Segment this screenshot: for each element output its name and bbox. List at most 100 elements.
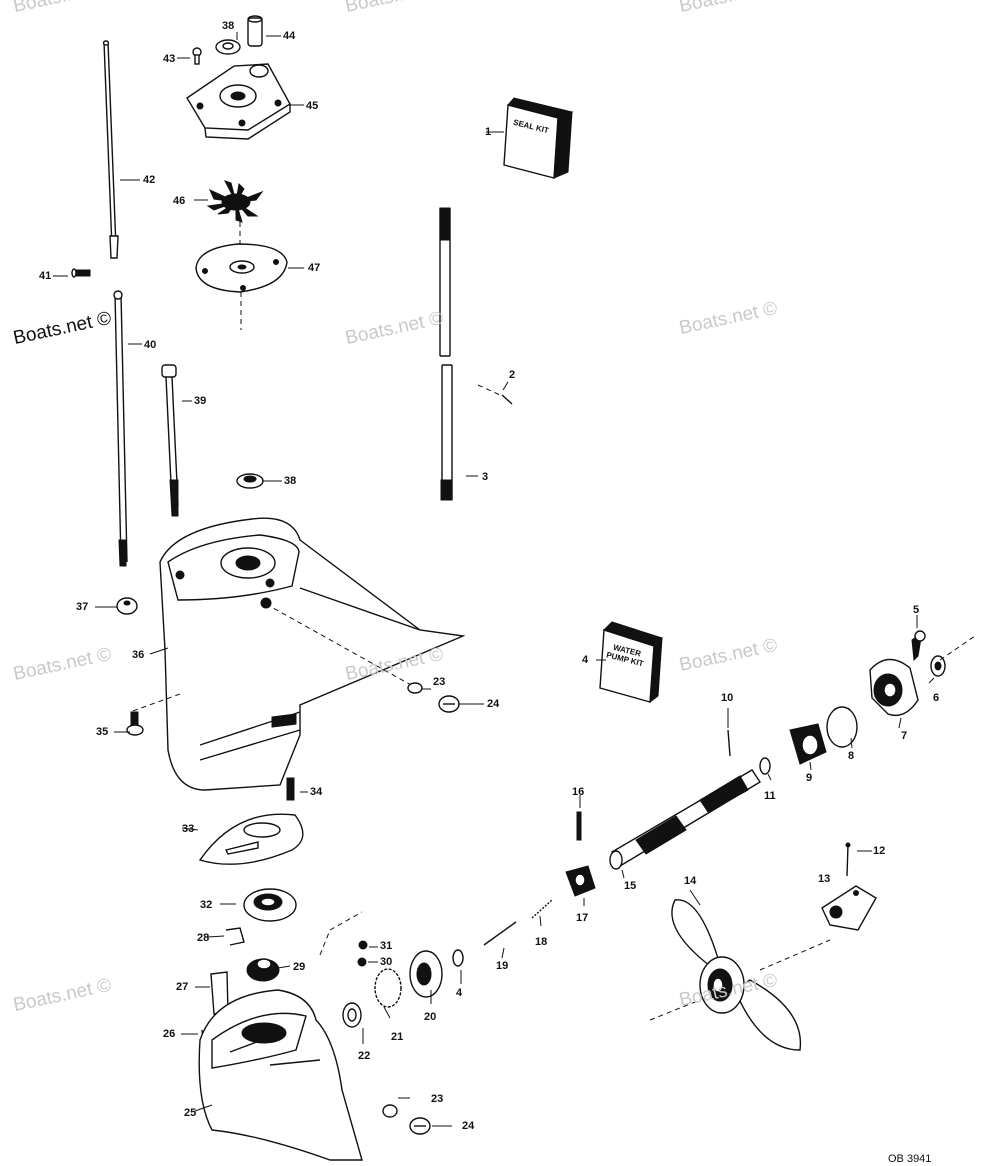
callout-46: 46 <box>173 195 186 207</box>
part-12-cotter-pin <box>845 842 851 877</box>
part-3-drive-shaft <box>439 207 453 501</box>
callout-35: 35 <box>96 726 109 738</box>
callout-18: 18 <box>535 936 548 948</box>
leader-lines <box>53 32 935 1127</box>
part-45-pump-housing <box>186 63 291 140</box>
callout-44: 44 <box>283 30 296 42</box>
callout-20: 20 <box>424 1011 437 1023</box>
callout-32: 32 <box>200 899 213 911</box>
callout-6: 6 <box>933 692 940 704</box>
part-14-propeller <box>671 899 802 1051</box>
part-30-washer <box>357 957 367 967</box>
part-20-gear <box>409 950 443 998</box>
callout-41: 41 <box>39 270 52 282</box>
part-4-o-ring-small <box>452 949 464 967</box>
part-47-plate <box>195 243 288 293</box>
part-15-propeller-shaft <box>609 769 761 870</box>
callout-24-lower: 24 <box>462 1120 475 1132</box>
part-10-pin <box>727 729 731 757</box>
callout-14: 14 <box>684 875 697 887</box>
part-28-clip <box>225 927 245 946</box>
callout-9: 9 <box>806 772 813 784</box>
callout-4-lower: 4 <box>456 987 463 999</box>
part-9-water-pump-base <box>789 723 827 765</box>
callout-2: 2 <box>509 369 516 381</box>
callout-38-top: 38 <box>222 20 235 32</box>
part-46-impeller <box>206 180 264 223</box>
callout-17: 17 <box>576 912 589 924</box>
part-31-washer <box>358 940 368 950</box>
callout-26: 26 <box>163 1028 176 1040</box>
part-13-prop-nut <box>821 885 877 931</box>
part-11-washer <box>759 757 771 775</box>
part-1-seal-kit-box <box>503 97 574 179</box>
part-24-screw-upper <box>438 695 460 713</box>
callout-42: 42 <box>143 174 156 186</box>
part-38-seal <box>236 473 264 489</box>
part-22-washer <box>342 1002 362 1028</box>
callout-23-upper: 23 <box>433 676 446 688</box>
part-37-grommet <box>116 597 138 615</box>
part-4-water-pump-kit-box <box>599 621 663 704</box>
callout-12: 12 <box>873 845 886 857</box>
callout-1: 1 <box>485 126 492 138</box>
callout-25: 25 <box>184 1107 197 1119</box>
drawing-reference: OB 3941 <box>888 1153 932 1165</box>
callout-39: 39 <box>194 395 207 407</box>
callout-40: 40 <box>144 339 157 351</box>
part-42-rod <box>102 40 119 259</box>
part-29-pinion <box>246 958 280 982</box>
callout-24-upper: 24 <box>487 698 500 710</box>
callout-33: 33 <box>182 823 195 835</box>
callout-38: 38 <box>284 475 297 487</box>
part-17-clutch <box>565 865 596 897</box>
part-5-screw <box>911 630 926 662</box>
callout-27: 27 <box>176 981 189 993</box>
callout-5: 5 <box>913 604 920 616</box>
callout-28: 28 <box>197 932 210 944</box>
part-39-bolt <box>161 364 179 517</box>
callout-19: 19 <box>496 960 509 972</box>
callout-47: 47 <box>308 262 321 274</box>
callout-29: 29 <box>293 961 306 973</box>
part-21-bearing <box>374 968 402 1008</box>
callout-37: 37 <box>76 601 89 613</box>
part-6-nut <box>930 655 946 677</box>
callout-8: 8 <box>848 750 855 762</box>
part-23-washer-upper <box>407 682 423 694</box>
callout-10: 10 <box>721 692 734 704</box>
part-35-screw <box>126 711 144 736</box>
callout-34: 34 <box>310 786 323 798</box>
callout-3: 3 <box>482 471 489 483</box>
callout-22: 22 <box>358 1050 371 1062</box>
callout-31: 31 <box>380 940 393 952</box>
callout-11: 11 <box>764 790 776 802</box>
callout-43: 43 <box>163 53 176 65</box>
part-40-rod <box>113 290 128 567</box>
part-19-plunger <box>483 921 517 946</box>
part-43-screw <box>192 47 202 65</box>
callout-45: 45 <box>306 100 319 112</box>
part-44-tube <box>247 15 263 47</box>
part-2-pin <box>501 394 513 405</box>
part-34-stud <box>286 777 295 801</box>
callout-4: 4 <box>582 654 589 666</box>
part-32-bearing <box>243 888 297 922</box>
callout-16: 16 <box>572 786 585 798</box>
callout-21: 21 <box>391 1031 404 1043</box>
part-16-pin <box>576 811 582 841</box>
part-38-seal-top <box>215 39 241 55</box>
part-8-o-ring <box>826 706 858 748</box>
part-7-bearing-carrier <box>869 658 919 717</box>
callout-36: 36 <box>132 649 145 661</box>
callout-30: 30 <box>380 956 393 968</box>
part-41-screw <box>71 268 91 278</box>
part-gear-housing <box>159 517 466 791</box>
part-25-gear-case <box>198 989 363 1161</box>
callout-23-lower: 23 <box>431 1093 444 1105</box>
part-33-plate <box>198 813 304 865</box>
callout-13: 13 <box>818 873 831 885</box>
part-24-screw-lower <box>409 1117 431 1135</box>
